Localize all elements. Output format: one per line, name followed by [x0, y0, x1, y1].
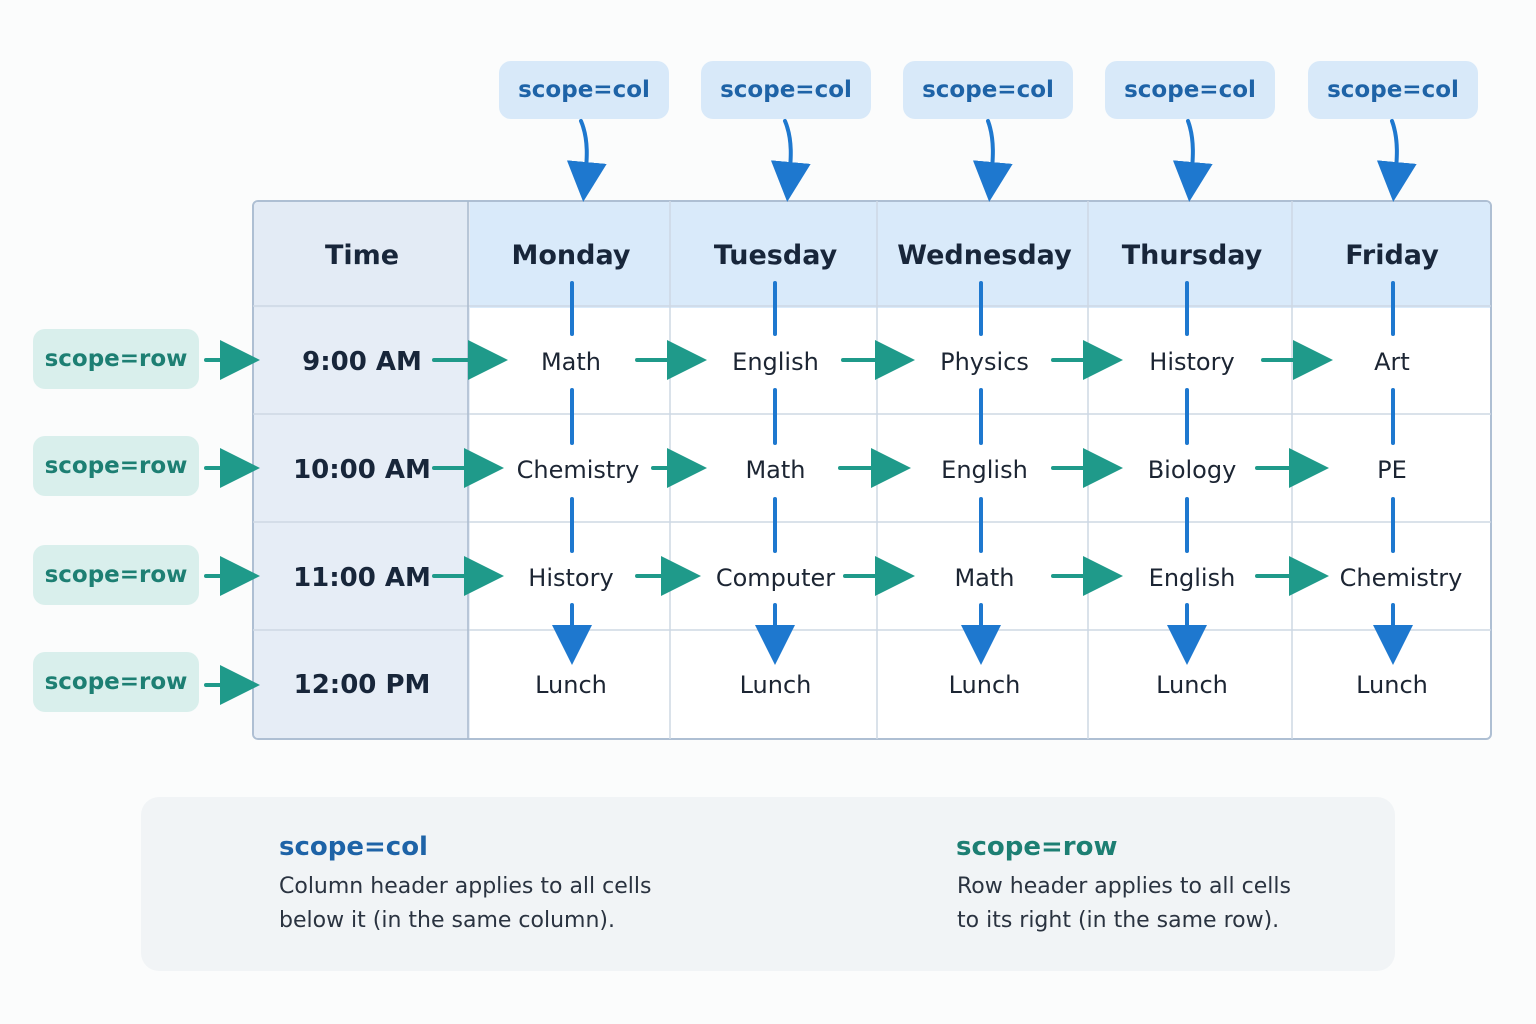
table-cell: Lunch: [672, 632, 879, 738]
scope-col-label: scope=col: [1105, 61, 1275, 119]
table-cell: Math: [470, 308, 672, 416]
cell-text: History: [1145, 346, 1239, 378]
column-header-friday: Friday: [1294, 202, 1490, 308]
scope-col-label: scope=col: [701, 61, 871, 119]
table-cell: Lunch: [1090, 632, 1294, 738]
legend-row-line: to its right (in the same row).: [957, 908, 1280, 933]
legend-row-description: Row header applies to all cells to its r…: [957, 870, 1377, 938]
legend-row-title: scope=row: [956, 832, 1118, 862]
column-header-tuesday: Tuesday: [672, 202, 879, 308]
row-header: 10:00 AM: [254, 416, 470, 524]
scope-col-label: scope=col: [499, 61, 669, 119]
row-header: 12:00 PM: [254, 632, 470, 738]
cell-text: Biology: [1143, 454, 1241, 486]
cell-text: Chemistry: [1335, 562, 1467, 594]
legend-col-line: below it (in the same column).: [279, 908, 615, 933]
table-cell: Physics: [879, 308, 1090, 416]
cell-text: Math: [536, 346, 606, 378]
corner-header: Time: [254, 202, 470, 308]
table-cell: Biology: [1090, 416, 1294, 524]
cell-text: English: [1144, 562, 1240, 594]
legend-col-line: Column header applies to all cells: [279, 874, 652, 899]
scope-col-label: scope=col: [1308, 61, 1478, 119]
row-header: 9:00 AM: [254, 308, 470, 416]
table-cell: Math: [672, 416, 879, 524]
table-cell: Chemistry: [470, 416, 686, 524]
table-cell: History: [1090, 308, 1294, 416]
table-cell: Math: [879, 524, 1090, 632]
cell-text: History: [524, 562, 618, 594]
row-header: 11:00 AM: [254, 524, 470, 632]
cell-text: Math: [950, 562, 1019, 594]
scope-row-label: scope=row: [33, 436, 199, 496]
cell-text: Physics: [936, 346, 1033, 378]
table-cell: English: [1090, 524, 1294, 632]
cell-text: Lunch: [944, 669, 1025, 701]
down-arrow-icon: [770, 119, 811, 202]
cell-text: Lunch: [735, 669, 816, 701]
down-arrow-icon: [1172, 119, 1213, 202]
column-header-thursday: Thursday: [1090, 202, 1294, 308]
table-cell: English: [879, 416, 1090, 524]
row-pill-arrows: [204, 340, 260, 705]
table-cell: Art: [1294, 308, 1490, 416]
column-header-monday: Monday: [470, 202, 672, 308]
legend-col-title: scope=col: [279, 832, 428, 862]
down-arrow-icon: [1376, 119, 1417, 202]
table-cell: Lunch: [879, 632, 1090, 738]
cell-text: PE: [1373, 454, 1411, 486]
table-cell: History: [470, 524, 672, 632]
table-cell: PE: [1294, 416, 1490, 524]
cell-text: English: [937, 454, 1032, 486]
cell-text: Math: [741, 454, 810, 486]
legend-col-description: Column header applies to all cells below…: [279, 870, 699, 938]
table-cell: Lunch: [470, 632, 672, 738]
cell-text: Chemistry: [512, 454, 644, 486]
cell-text: English: [728, 346, 823, 378]
scope-row-label: scope=row: [33, 652, 199, 712]
column-header-wednesday: Wednesday: [879, 202, 1090, 308]
scope-row-label: scope=row: [33, 545, 199, 605]
table-cell: Lunch: [1294, 632, 1490, 738]
cell-text: Computer: [711, 562, 840, 594]
col-pill-arrows: [566, 119, 1417, 202]
table-cell: Computer: [672, 524, 879, 632]
cell-text: Lunch: [1152, 669, 1232, 701]
table-cell: English: [672, 308, 879, 416]
down-arrow-icon: [566, 119, 607, 202]
scope-row-label: scope=row: [33, 329, 199, 389]
legend-panel: [141, 797, 1395, 971]
scope-col-label: scope=col: [903, 61, 1073, 119]
legend-row-line: Row header applies to all cells: [957, 874, 1291, 899]
table-cell: Chemistry: [1294, 524, 1490, 632]
cell-text: Lunch: [531, 669, 611, 701]
cell-text: Lunch: [1352, 669, 1432, 701]
down-arrow-icon: [972, 119, 1013, 202]
schedule-table: Time Monday Tuesday Wednesday Thursday F…: [252, 200, 1492, 740]
cell-text: Art: [1370, 346, 1414, 378]
